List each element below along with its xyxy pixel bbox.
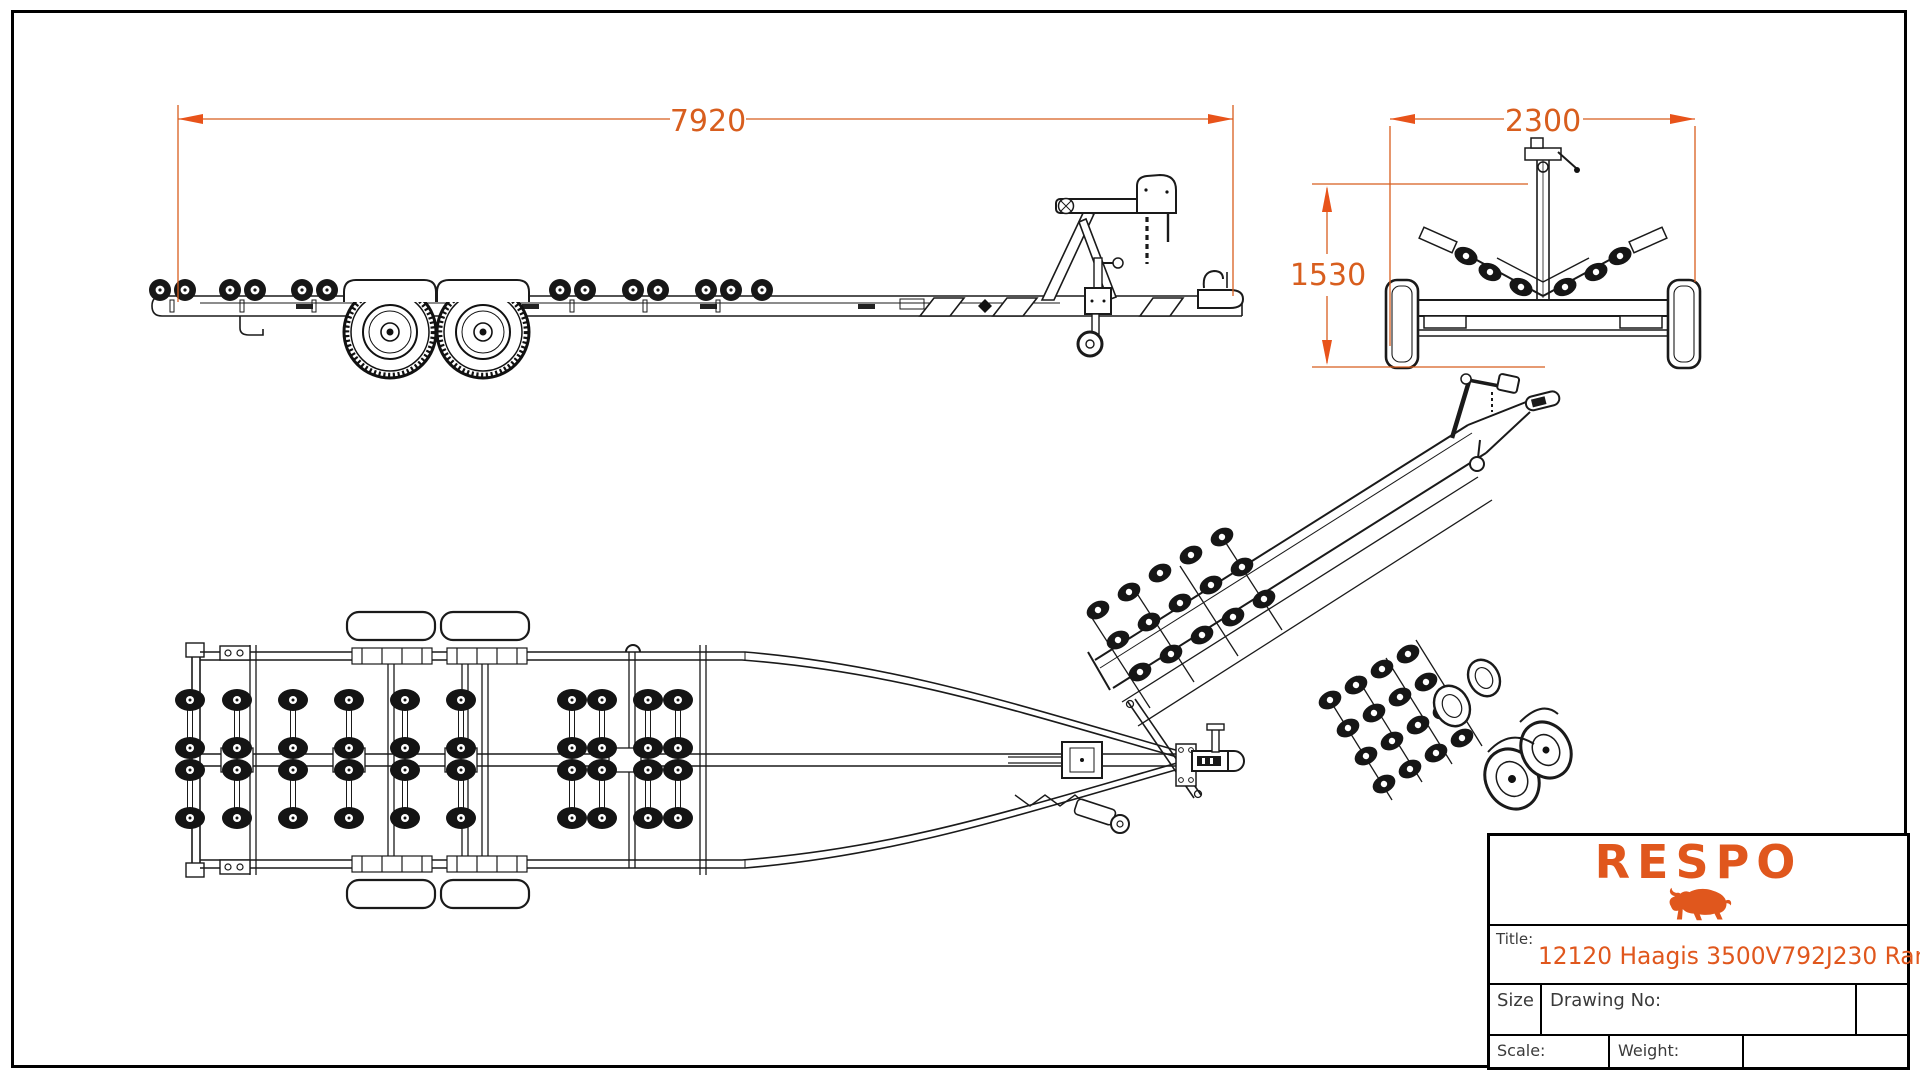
- title-label: Title:: [1496, 930, 1534, 948]
- revision-cell: [1855, 985, 1907, 1034]
- length-dimension-text: 7920: [670, 104, 746, 139]
- width-dimension-text: 2300: [1505, 104, 1581, 139]
- scale-weight-row: Scale: Weight:: [1490, 1034, 1907, 1067]
- drawing-no-label: Drawing No:: [1550, 990, 1662, 1011]
- top-view: [175, 610, 1245, 910]
- isometric-view: [1082, 373, 1573, 811]
- logo-area: RESPO: [1490, 836, 1907, 924]
- dimension-length: [177, 105, 1234, 302]
- respo-logo: RESPO: [1594, 835, 1803, 889]
- size-label: Size: [1490, 985, 1542, 1034]
- rear-view: [1384, 137, 1702, 370]
- title-block: RESPO Title: 12120 Haagis 3500V792J230 R…: [1487, 833, 1920, 1070]
- dimension-height: [1312, 183, 1545, 368]
- scale-label: Scale:: [1490, 1036, 1610, 1067]
- size-row: Size Drawing No:: [1490, 983, 1907, 1034]
- sheet-border: [11, 10, 1907, 1068]
- dimension-annotations: 7920 2300 1530: [177, 104, 1696, 368]
- weight-label: Weight:: [1610, 1036, 1744, 1067]
- drawing-title: 12120 Haagis 3500V792J230 Ranna-V1-: [1538, 942, 1920, 970]
- height-dimension-text: 1530: [1290, 258, 1366, 293]
- side-view: [148, 173, 1245, 378]
- bull-icon: [1669, 887, 1731, 921]
- title-row: Title: 12120 Haagis 3500V792J230 Ranna-V…: [1490, 924, 1920, 983]
- dimension-width: [1389, 114, 1696, 346]
- sheet-cell: [1744, 1036, 1907, 1067]
